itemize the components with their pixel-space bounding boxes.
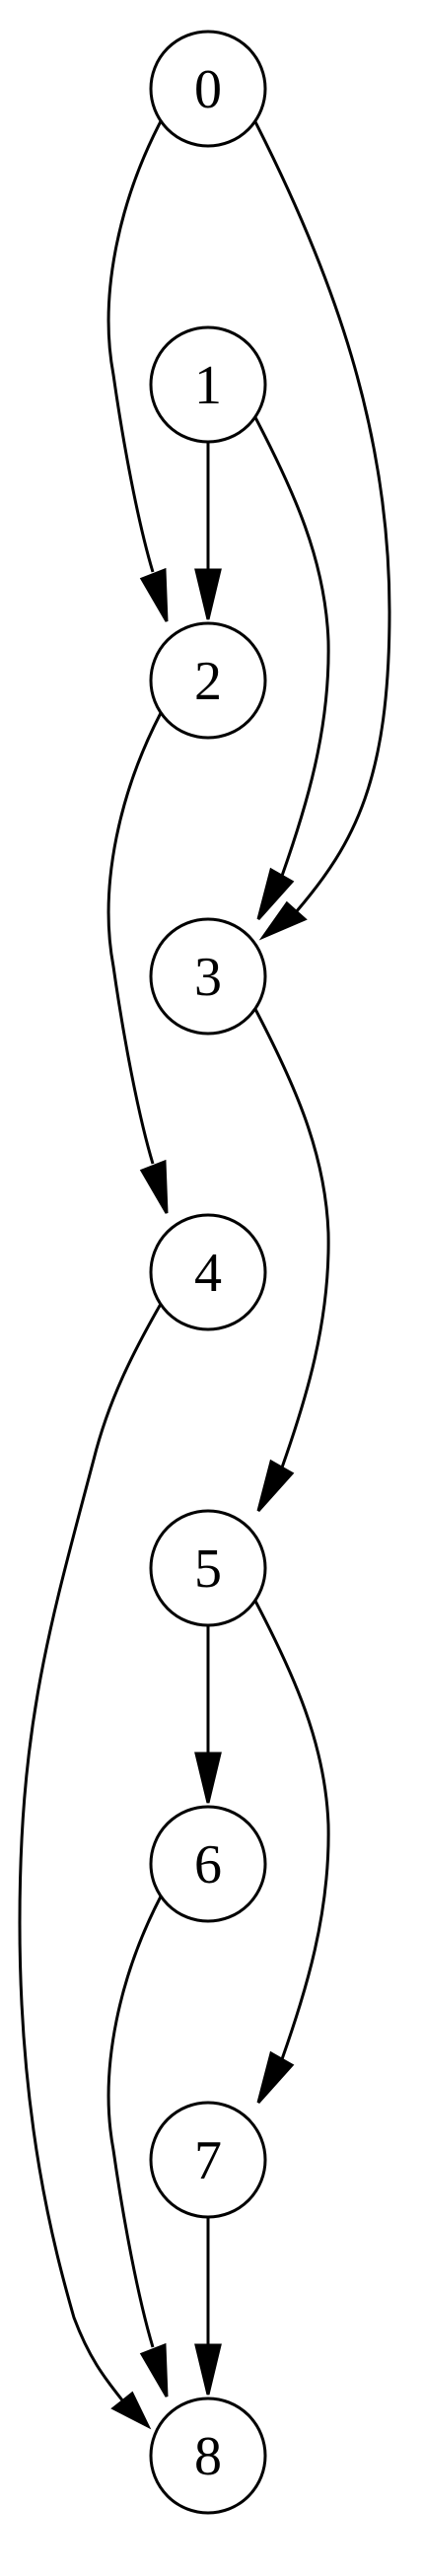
node-label: 5 — [194, 1538, 222, 1600]
arrowhead-icon — [256, 2050, 295, 2105]
node-circle — [149, 1213, 267, 1331]
edge-line-1-3 — [247, 403, 330, 877]
edge-5-6 — [194, 1625, 222, 1804]
edge-5-7 — [247, 1587, 330, 2105]
arrowhead-icon — [194, 1752, 222, 1804]
edge-line-5-7 — [247, 1587, 330, 2060]
edge-4-8 — [18, 1291, 170, 2430]
node-circle — [149, 2101, 267, 2219]
edge-0-3 — [247, 107, 391, 941]
edge-line-4-8 — [18, 1291, 170, 2402]
edge-1-2 — [194, 442, 222, 620]
edge-line-2-4 — [106, 699, 170, 1165]
node-2: 2 — [149, 621, 267, 740]
arrowhead-icon — [258, 900, 308, 941]
node-label: 2 — [194, 651, 222, 712]
node-circle — [149, 2397, 267, 2515]
edges-layer — [18, 107, 391, 2430]
edge-line-0-3 — [247, 107, 391, 913]
edge-line-6-8 — [106, 1883, 170, 2348]
node-3: 3 — [149, 917, 267, 1036]
edge-0-2 — [106, 107, 170, 622]
arrowhead-icon — [110, 2391, 152, 2430]
node-circle — [149, 1805, 267, 1923]
arrowhead-icon — [139, 1159, 169, 1214]
node-label: 3 — [194, 947, 222, 1008]
node-circle — [149, 621, 267, 740]
edge-6-8 — [106, 1883, 170, 2397]
edge-3-5 — [247, 995, 330, 1513]
node-4: 4 — [149, 1213, 267, 1331]
node-label: 1 — [194, 355, 222, 416]
edge-2-4 — [106, 699, 170, 1214]
node-label: 0 — [194, 59, 222, 120]
node-label: 8 — [194, 2426, 222, 2487]
node-5: 5 — [149, 1509, 267, 1627]
node-7: 7 — [149, 2101, 267, 2219]
node-label: 7 — [194, 2130, 222, 2191]
arrowhead-icon — [256, 1459, 295, 1513]
node-circle — [149, 1509, 267, 1627]
edge-7-8 — [194, 2217, 222, 2396]
arrowhead-icon — [194, 2343, 222, 2396]
node-circle — [149, 917, 267, 1036]
node-circle — [149, 325, 267, 444]
nodes-layer: 0 1 2 3 4 5 6 7 8 — [149, 30, 267, 2515]
node-label: 4 — [194, 1243, 222, 1304]
arrowhead-icon — [256, 867, 295, 921]
arrowhead-icon — [194, 568, 222, 620]
edge-line-0-2 — [106, 107, 170, 573]
node-0: 0 — [149, 30, 267, 148]
arrowhead-icon — [139, 2342, 169, 2397]
arrowhead-icon — [139, 567, 169, 622]
node-circle — [149, 30, 267, 148]
edge-1-3 — [247, 403, 330, 921]
node-8: 8 — [149, 2397, 267, 2515]
node-6: 6 — [149, 1805, 267, 1923]
node-label: 6 — [194, 1834, 222, 1896]
edge-line-3-5 — [247, 995, 330, 1468]
node-1: 1 — [149, 325, 267, 444]
